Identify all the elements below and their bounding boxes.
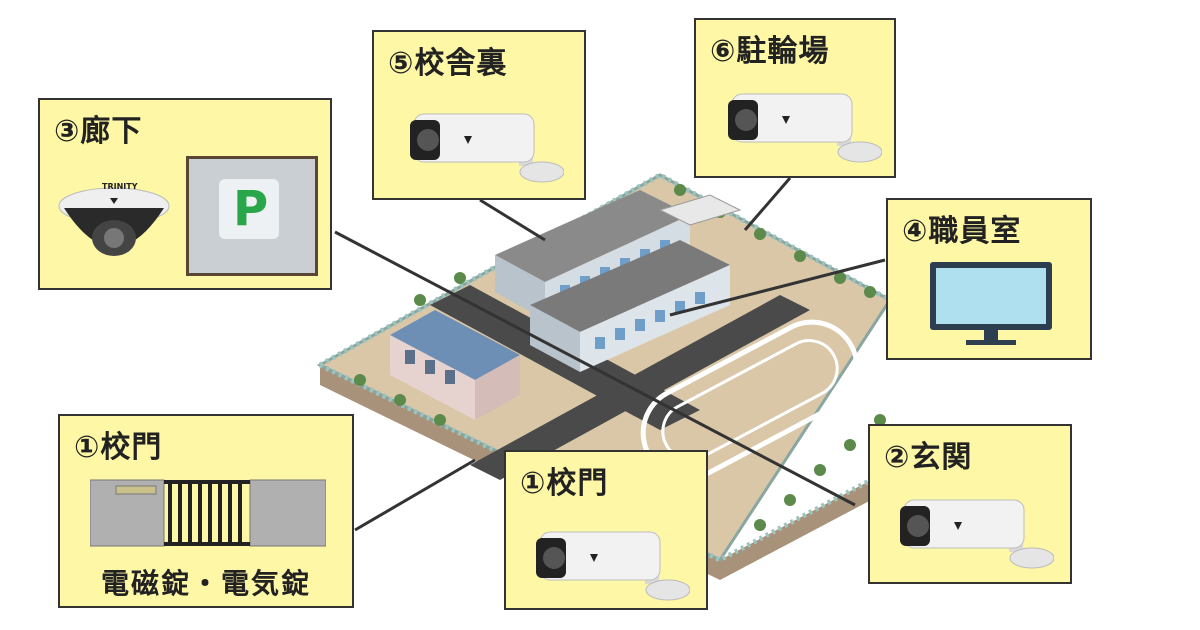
- bullet-camera-icon: [536, 531, 690, 601]
- sticker: P: [219, 179, 279, 239]
- bicycle-shelter: [658, 194, 742, 226]
- card-main-gate: ①校門 電磁錠・電気錠: [58, 414, 354, 608]
- camera-brand-text: TRINITY: [102, 182, 138, 191]
- card-staff-room: ④職員室: [886, 198, 1092, 360]
- gymnasium: [390, 310, 520, 420]
- card-title: ①校門: [74, 430, 163, 465]
- card-title: ⑥駐輪場: [710, 34, 830, 69]
- line-hallway: [334, 230, 856, 507]
- card-entrance: ②玄関: [868, 424, 1072, 584]
- dome-camera-icon: [58, 187, 170, 256]
- window-sticker-photo: P: [186, 156, 318, 276]
- bullet-camera-icon: [728, 93, 882, 163]
- road-main: [470, 295, 810, 480]
- line-back-building: [479, 198, 546, 242]
- bullet-camera-icon: [900, 499, 1054, 569]
- card-title: ①校門: [520, 466, 609, 501]
- line-staff-room: [669, 258, 886, 317]
- bullet-camera-icon: [410, 113, 564, 183]
- card-title: ④職員室: [902, 214, 1022, 249]
- card-gate-camera: ①校門: [504, 450, 708, 610]
- card-title: ③廊下: [54, 114, 143, 149]
- sticker-letter: P: [233, 181, 269, 237]
- gate-icon: [90, 479, 326, 547]
- line-bicycle-parking: [743, 177, 792, 231]
- gate-lock-label: 電磁錠・電気錠: [100, 567, 311, 600]
- fence-front: [318, 362, 892, 563]
- monitor-icon: [930, 262, 1052, 345]
- card-title: ②玄関: [884, 440, 973, 475]
- card-hallway: ③廊下 TRINITY P: [38, 98, 332, 290]
- card-back-building: ⑤校舎裏: [372, 30, 586, 200]
- card-title: ⑤校舎裏: [388, 46, 508, 81]
- card-bicycle-parking: ⑥駐輪場: [694, 18, 896, 178]
- line-main-gate: [354, 458, 476, 532]
- connector-lines: [334, 177, 886, 532]
